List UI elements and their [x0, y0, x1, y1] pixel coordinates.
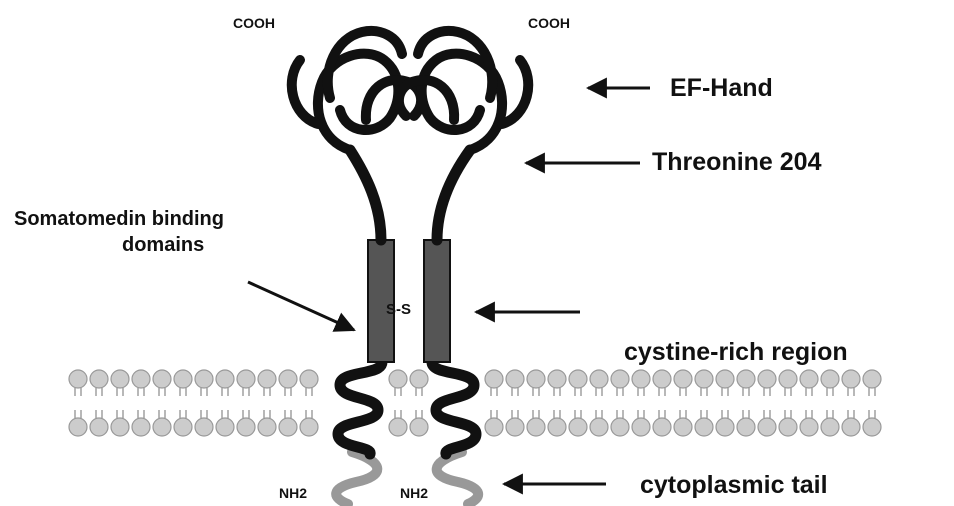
lipid-head — [90, 418, 108, 436]
lipid-head — [548, 370, 566, 388]
lipid-head — [300, 418, 318, 436]
lipid-head — [195, 418, 213, 436]
lipid-head — [611, 370, 629, 388]
lipid-head — [237, 370, 255, 388]
nh2-label-left: NH2 — [279, 486, 307, 500]
lipid-head — [590, 418, 608, 436]
cytoplasmic-tail-right — [437, 452, 478, 504]
lipid-head — [632, 418, 650, 436]
lipid-head — [485, 370, 503, 388]
lipid-head — [485, 418, 503, 436]
cytoplasmic-tail-left — [336, 452, 377, 504]
lipid-head — [216, 418, 234, 436]
lipid-head — [258, 370, 276, 388]
threonine-label: Threonine 204 — [652, 150, 822, 175]
lipid-head — [863, 418, 881, 436]
disulfide-label: S-S — [386, 302, 411, 317]
lipid-head — [653, 370, 671, 388]
lipid-head — [174, 418, 192, 436]
lipid-head — [842, 370, 860, 388]
lipid-head — [132, 370, 150, 388]
lipid-head — [111, 370, 129, 388]
lipid-head — [842, 418, 860, 436]
lipid-head — [389, 370, 407, 388]
lipid-head — [410, 418, 428, 436]
cooh-label-right: COOH — [528, 16, 570, 30]
lipid-head — [779, 370, 797, 388]
lipid-head — [800, 418, 818, 436]
lipid-head — [174, 370, 192, 388]
lipid-head — [695, 370, 713, 388]
lipid-head — [779, 418, 797, 436]
lipid-head — [590, 370, 608, 388]
lipid-head — [758, 418, 776, 436]
lipid-head — [800, 370, 818, 388]
ef-hand-label: EF-Hand — [670, 76, 773, 101]
lipid-head — [69, 370, 87, 388]
somatomedin-label-line2: domains — [14, 232, 224, 258]
lipid-head — [737, 370, 755, 388]
arrow-somatomedin — [248, 282, 354, 330]
cysteine-rich-box-right — [424, 240, 450, 362]
nh2-label-right: NH2 — [400, 486, 428, 500]
lipid-head — [653, 418, 671, 436]
somatomedin-label: Somatomedin binding domains — [14, 206, 224, 258]
lipid-head — [611, 418, 629, 436]
lipid-head — [258, 418, 276, 436]
lipid-head — [863, 370, 881, 388]
lipid-head — [527, 418, 545, 436]
lipid-head — [674, 370, 692, 388]
cooh-label-left: COOH — [233, 16, 275, 30]
lipid-head — [279, 418, 297, 436]
lipid-head — [527, 370, 545, 388]
lipid-head — [111, 418, 129, 436]
lipid-head — [389, 418, 407, 436]
lipid-head — [216, 370, 234, 388]
lipid-head — [674, 418, 692, 436]
lipid-head — [410, 370, 428, 388]
stalk-left — [350, 150, 381, 240]
lipid-head — [300, 370, 318, 388]
lipid-head — [132, 418, 150, 436]
stalk-right — [437, 150, 470, 240]
cystine-rich-label: cystine-rich region — [624, 340, 848, 365]
lipid-head — [69, 418, 87, 436]
lipid-head — [279, 370, 297, 388]
lipid-head — [153, 418, 171, 436]
lipid-head — [237, 418, 255, 436]
transmembrane-coil-left — [338, 362, 382, 454]
ef-hand-loops-right — [399, 31, 528, 150]
lipid-head — [737, 418, 755, 436]
somatomedin-label-line1: Somatomedin binding — [14, 206, 224, 232]
lipid-head — [716, 370, 734, 388]
lipid-head — [632, 370, 650, 388]
lipid-head — [548, 418, 566, 436]
lipid-head — [821, 370, 839, 388]
lipid-head — [506, 418, 524, 436]
cytoplasmic-tail-label: cytoplasmic tail — [640, 473, 828, 498]
lipid-head — [716, 418, 734, 436]
lipid-head — [153, 370, 171, 388]
lipid-head — [569, 418, 587, 436]
lipid-head — [569, 370, 587, 388]
lipid-head — [758, 370, 776, 388]
transmembrane-coil-right — [432, 362, 476, 454]
lipid-head — [506, 370, 524, 388]
lipid-head — [195, 370, 213, 388]
lipid-head — [695, 418, 713, 436]
lipid-head — [90, 370, 108, 388]
lipid-head — [821, 418, 839, 436]
